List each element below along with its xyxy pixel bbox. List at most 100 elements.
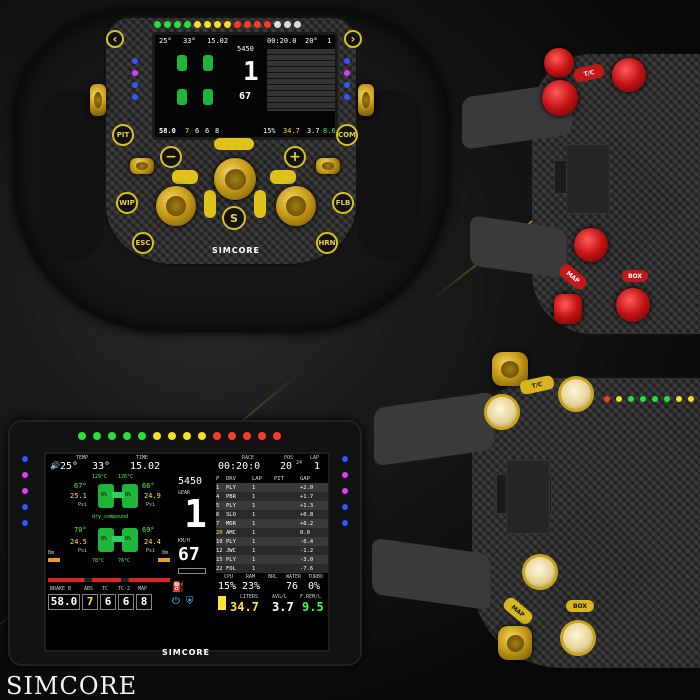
table-cell: 1 <box>216 484 220 491</box>
led <box>153 432 161 440</box>
wheel-tyre-icon <box>203 89 213 105</box>
right-rotary-tab[interactable] <box>270 170 296 184</box>
encoder-right-lower[interactable] <box>316 158 340 174</box>
hrn-button[interactable]: HRN <box>316 232 338 254</box>
side-leds-right <box>344 58 350 100</box>
rear-button-lower-left[interactable] <box>522 554 558 590</box>
led <box>344 70 350 76</box>
side-leds-left <box>132 58 138 100</box>
tc2-label: TC-2 <box>118 586 131 592</box>
table-cell: 12 <box>216 547 223 554</box>
standings-header-cell: DRV <box>226 475 236 482</box>
rear-button-lower-right[interactable] <box>616 288 650 322</box>
plus-button[interactable]: + <box>284 146 306 168</box>
right-lower-pad[interactable] <box>254 190 266 218</box>
led <box>22 504 28 510</box>
box-tab[interactable]: BOX <box>566 600 594 612</box>
table-cell: AMC <box>226 529 236 536</box>
encoder-left-small[interactable] <box>90 84 106 116</box>
tyre-wear-pct: 0% <box>125 492 132 498</box>
led <box>294 21 301 28</box>
led <box>342 456 348 462</box>
tyre-rr-icon <box>122 528 138 552</box>
led <box>154 21 161 28</box>
standings-header-cell: P <box>216 475 220 482</box>
rear-button-upper-left[interactable] <box>542 80 578 116</box>
funky-switch-top-pad[interactable] <box>214 138 254 150</box>
table-cell: 0.0 <box>300 529 310 536</box>
map-value: 8 <box>136 594 152 610</box>
com-button[interactable]: COM <box>336 124 358 146</box>
turbo-value: 0% <box>308 581 321 592</box>
wheel-gear: 1 <box>243 57 259 87</box>
turbo-label: TURBO <box>308 574 324 580</box>
led <box>273 432 281 440</box>
rpm-value: 5450 <box>178 476 203 487</box>
rear-rotary-upper[interactable] <box>544 48 574 78</box>
wheel-liters: 34.7 <box>283 127 300 135</box>
brake-bias-bar-left <box>48 558 60 562</box>
table-cell: PBR <box>226 493 236 500</box>
fuel-remaining: 9.5 <box>302 600 324 614</box>
table-cell: 15 <box>216 556 223 563</box>
wheel-tc2: 6 <box>205 127 210 135</box>
race-position-total: 24 <box>296 460 303 466</box>
rear-core-temp-left: 78°C <box>92 558 105 564</box>
encoder-left-lower[interactable] <box>130 158 154 174</box>
encoder-right-small[interactable] <box>358 84 374 116</box>
race-time: 00:20:0 <box>218 461 261 472</box>
box-tab[interactable]: BOX <box>622 270 648 282</box>
tyre-rr-temp: 69° <box>142 526 155 534</box>
rear-rotary-lower[interactable] <box>554 294 582 324</box>
table-cell: SLO <box>226 511 236 518</box>
tyre-rl-psi: 24.5 <box>70 538 87 546</box>
rear-plate <box>532 54 700 334</box>
fuel-liters: 34.7 <box>230 600 259 614</box>
track-temp: 33° <box>92 461 111 472</box>
left-lower-pad[interactable] <box>204 190 216 218</box>
speed-label: KM/H <box>178 538 191 544</box>
pit-button[interactable]: PIT <box>112 124 134 146</box>
pit-limiter-icon: ⛽ <box>172 582 185 593</box>
rotary-encoder-right[interactable] <box>276 186 316 226</box>
wheel-pos: 20° <box>305 37 318 45</box>
table-cell: 1 <box>252 484 256 491</box>
tyre-fr-temp: 66° <box>142 482 155 490</box>
funky-switch-center[interactable] <box>214 158 256 200</box>
fuel-avg: 3.7 <box>272 600 294 614</box>
rear-led-strip <box>604 396 700 402</box>
prev-page-button[interactable]: ‹ <box>106 30 124 48</box>
wip-button[interactable]: WIP <box>116 192 138 214</box>
power-icon: ⏻ <box>172 596 180 607</box>
rear-button-upper-right[interactable] <box>612 58 646 92</box>
shield-icon: ⛨ <box>186 596 194 607</box>
wheel-table <box>267 49 335 111</box>
s-button[interactable]: S <box>222 206 246 230</box>
led <box>652 396 658 402</box>
steering-wheel-front: 25° 33° 15.02 5450 1 67 00:20.0 20° 1 58… <box>14 10 448 332</box>
rear-button-lower-left[interactable] <box>574 228 608 262</box>
led <box>258 432 266 440</box>
table-cell: 1 <box>252 565 256 572</box>
time-label: TIME <box>136 455 149 461</box>
flb-button[interactable]: FLB <box>332 192 354 214</box>
next-page-button[interactable]: › <box>344 30 362 48</box>
rear-rotary-lower[interactable] <box>498 626 532 660</box>
dash-side-leds-left <box>22 456 28 526</box>
table-cell: PLY <box>226 484 236 491</box>
rear-button-upper-left[interactable] <box>484 394 520 430</box>
abs-value: 7 <box>82 594 98 610</box>
minus-button[interactable]: − <box>160 146 182 168</box>
rear-button-upper-right[interactable] <box>558 376 594 412</box>
car-body-rear <box>112 536 124 542</box>
rotary-encoder-left[interactable] <box>156 186 196 226</box>
rear-button-lower-right[interactable] <box>560 620 596 656</box>
left-rotary-tab[interactable] <box>172 170 198 184</box>
esc-button[interactable]: ESC <box>132 232 154 254</box>
table-cell: PLY <box>226 556 236 563</box>
tyre-wear-pct: 0% <box>101 492 108 498</box>
led <box>184 21 191 28</box>
